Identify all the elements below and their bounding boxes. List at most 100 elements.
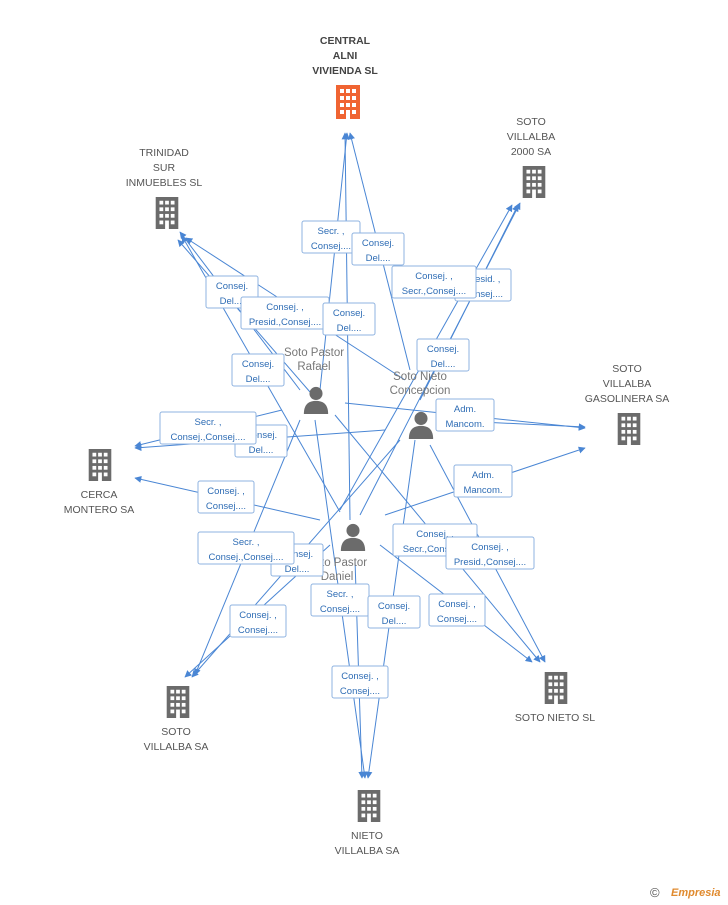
role-label-box[interactable]: Consej. Del....: [367, 595, 421, 629]
role-box-frame: [197, 531, 295, 565]
person-label-line: Daniel: [321, 571, 354, 583]
role-text-line: Consej.: [245, 430, 277, 441]
person-icon: [408, 411, 434, 439]
role-label-box[interactable]: Consej. Del....: [416, 338, 470, 372]
role-label-box[interactable]: Secr. ,Consej.,Consej....: [159, 411, 257, 445]
company-label-line: INMUEBLES SL: [126, 177, 203, 189]
role-text-line: Adm.: [472, 470, 494, 481]
role-text-line: Consej. ,: [416, 529, 454, 540]
role-text-line: Consej.: [281, 549, 313, 560]
role-text-line: Consej....: [340, 686, 380, 697]
role-label-box[interactable]: Secr. ,Consej....: [301, 220, 361, 254]
building-icon: [155, 197, 179, 229]
person-label-line: Concepcion: [390, 385, 451, 397]
company-label-line: NIETO: [351, 830, 383, 842]
person-icon: [340, 523, 366, 551]
role-text-line: Consej. ,: [341, 671, 379, 682]
role-box-frame: [435, 398, 495, 432]
role-text-line: Consej. ,: [207, 486, 245, 497]
role-text-line: Consej. ,: [266, 302, 304, 313]
building-icon: [357, 790, 381, 822]
company-label-line: SOTO: [161, 726, 191, 738]
role-text-line: Consej. ,: [471, 542, 509, 553]
company-label: SOTO NIETO SL: [515, 712, 595, 724]
role-box-frame: [428, 593, 486, 627]
role-label-box[interactable]: Consej.Del....: [322, 302, 376, 336]
company-label-line: SOTO: [516, 116, 546, 128]
role-text-line: Del....: [285, 564, 310, 575]
role-text-line: Secr. ,: [233, 537, 260, 548]
role-label-box[interactable]: Consej. , Consej....: [229, 604, 287, 638]
role-text-line: Secr. ,: [318, 226, 345, 237]
role-text-line: Consej....: [320, 604, 360, 615]
role-box-frame: [229, 604, 287, 638]
role-text-line: Consej.: [242, 359, 274, 370]
role-label-box[interactable]: Consej. ,Secr.,Consej....: [391, 265, 477, 299]
person-label-line: Soto Pastor: [284, 347, 344, 359]
role-label-box[interactable]: Consej. ,Presid.,Consej....: [445, 536, 535, 570]
role-label-box[interactable]: Secr. ,Consej.,Consej....: [197, 531, 295, 565]
role-label-box[interactable]: Adm.Mancom.: [435, 398, 495, 432]
role-label-box[interactable]: Secr. , Consej....: [310, 583, 370, 617]
company-node[interactable]: SOTO NIETO SL: [515, 672, 595, 724]
role-label-box[interactable]: Consej. ,Consej....: [428, 593, 486, 627]
role-text-line: Consej.: [216, 281, 248, 292]
building-icon: [522, 166, 546, 198]
role-box-frame: [322, 302, 376, 336]
company-label-line: SUR: [153, 162, 176, 174]
company-label-line: VILLALBA: [507, 131, 555, 143]
role-text-line: Del....: [337, 323, 362, 334]
role-label-box[interactable]: Consej. , Presid.,Consej....: [240, 296, 330, 330]
company-label-line: ALNI: [333, 50, 358, 62]
role-text-line: Del....: [246, 374, 271, 385]
building-icon: [88, 449, 112, 481]
role-box-frame: [391, 265, 477, 299]
role-text-line: Consej. ,: [239, 610, 277, 621]
role-text-line: Del....: [382, 616, 407, 627]
role-box-frame: [453, 464, 513, 498]
role-text-line: Consej....: [238, 625, 278, 636]
role-text-line: Presid. ,: [466, 274, 501, 285]
role-text-line: Del....: [249, 445, 274, 456]
role-text-line: Consej....: [437, 614, 477, 625]
role-text-line: Presid.,Consej....: [249, 317, 321, 328]
person-label-line: Rafael: [297, 361, 330, 373]
role-label-box[interactable]: Consej. ,Consej....: [197, 480, 255, 514]
role-text-line: Consej....: [463, 289, 503, 300]
role-label-box[interactable]: Adm. Mancom.: [453, 464, 513, 498]
role-text-line: Secr. ,: [327, 589, 354, 600]
role-text-line: Del....: [220, 296, 245, 307]
role-text-line: Secr.,Consej....: [403, 544, 467, 555]
company-label-line: SOTO: [612, 363, 642, 375]
role-text-line: Consej.: [427, 344, 459, 355]
role-text-line: Consej.,Consej....: [171, 432, 246, 443]
role-text-line: Del....: [431, 359, 456, 370]
role-label-box[interactable]: Consej. Del....: [231, 353, 285, 387]
role-text-line: Consej. ,: [415, 271, 453, 282]
person-icon: [303, 386, 329, 414]
role-text-line: Mancom.: [463, 485, 502, 496]
role-box-frame: [351, 232, 405, 266]
role-label-box[interactable]: Consej.Del....: [351, 232, 405, 266]
company-label-line: GASOLINERA SA: [585, 393, 670, 405]
role-label-box[interactable]: Consej. , Consej....: [331, 665, 389, 699]
role-box-frame: [331, 665, 389, 699]
role-text-line: Consej.: [378, 601, 410, 612]
role-text-line: Mancom.: [445, 419, 484, 430]
